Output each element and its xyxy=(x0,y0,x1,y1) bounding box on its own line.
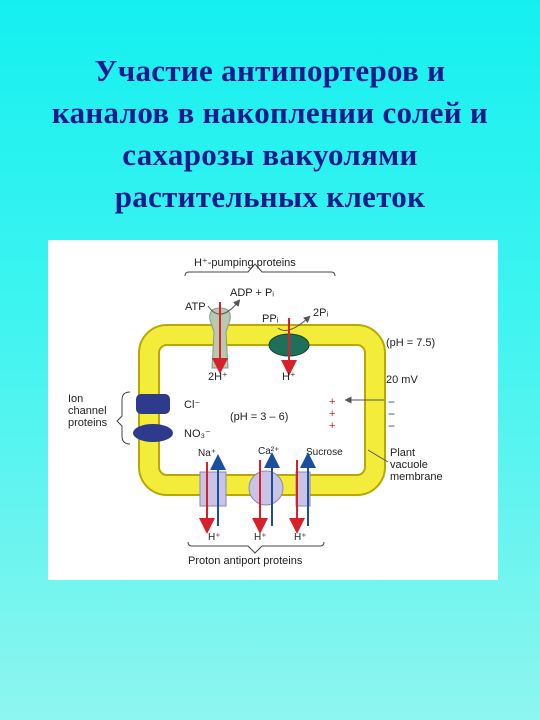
na-label: Na⁺ xyxy=(198,448,216,459)
h2-label: H⁺ xyxy=(254,532,267,543)
ca-label: Ca²⁺ xyxy=(258,446,279,457)
no3-channel xyxy=(133,424,173,442)
two-h-label: 2H⁺ xyxy=(208,371,228,383)
atp-label: ATP xyxy=(185,301,206,313)
ca-antiporter xyxy=(248,470,284,506)
voltage-label: 20 mV xyxy=(386,374,418,386)
membrane-label-line: membrane xyxy=(390,471,443,483)
cl-channel xyxy=(136,394,170,414)
ph-inside-label: (pH = 3 – 6) xyxy=(230,411,288,423)
ion-channel-label-line: channel xyxy=(68,405,107,417)
minus-sign: − xyxy=(388,419,395,433)
minus-sign: − xyxy=(388,407,395,421)
membrane-label-line: vacuole xyxy=(390,459,428,471)
na-antiporter xyxy=(199,471,227,507)
plus-sign: + xyxy=(329,396,335,408)
minus-sign: − xyxy=(388,395,395,409)
vacuole-membrane xyxy=(138,324,386,496)
h-plus-pump-label: H⁺ xyxy=(282,371,296,383)
ph-outside-label: (pH = 7.5) xyxy=(386,337,435,349)
pp-label: PPᵢ xyxy=(262,313,279,325)
ion-channel-label-line: Ion xyxy=(68,393,83,405)
h1-label: H⁺ xyxy=(208,532,221,543)
h-pumping-bracket xyxy=(184,263,336,277)
atp-hydrolysis-arrow xyxy=(207,299,241,315)
adp-pi-label: ADP + Pᵢ xyxy=(230,287,274,299)
membrane-label-line: Plant xyxy=(390,447,415,459)
no3-label: NO₃⁻ xyxy=(184,428,211,440)
plus-sign: + xyxy=(329,408,335,420)
membrane-pointer xyxy=(367,449,389,463)
ion-channel-bracket xyxy=(116,391,131,445)
two-pi-label: 2Pᵢ xyxy=(313,307,328,319)
vacuole-diagram: H⁺-pumping proteins ATP ADP + Pᵢ 2H⁺ PPᵢ… xyxy=(68,257,443,567)
h3-label: H⁺ xyxy=(294,532,307,543)
sucrose-label: Sucrose xyxy=(306,447,343,458)
h-pumping-label: H⁺-pumping proteins xyxy=(194,257,296,269)
antiport-bracket xyxy=(187,541,325,554)
slide-title: Участие антипортеров и каналов в накопле… xyxy=(51,53,489,214)
plus-sign: + xyxy=(329,420,335,432)
antiport-label: Proton antiport proteins xyxy=(188,555,303,567)
pp-hydrolysis-arrow xyxy=(277,315,311,331)
ion-channel-label-line: proteins xyxy=(68,417,108,429)
diagram-figure: H⁺-pumping proteins ATP ADP + Pᵢ 2H⁺ PPᵢ… xyxy=(48,240,498,580)
cl-label: Cl⁻ xyxy=(184,399,200,411)
